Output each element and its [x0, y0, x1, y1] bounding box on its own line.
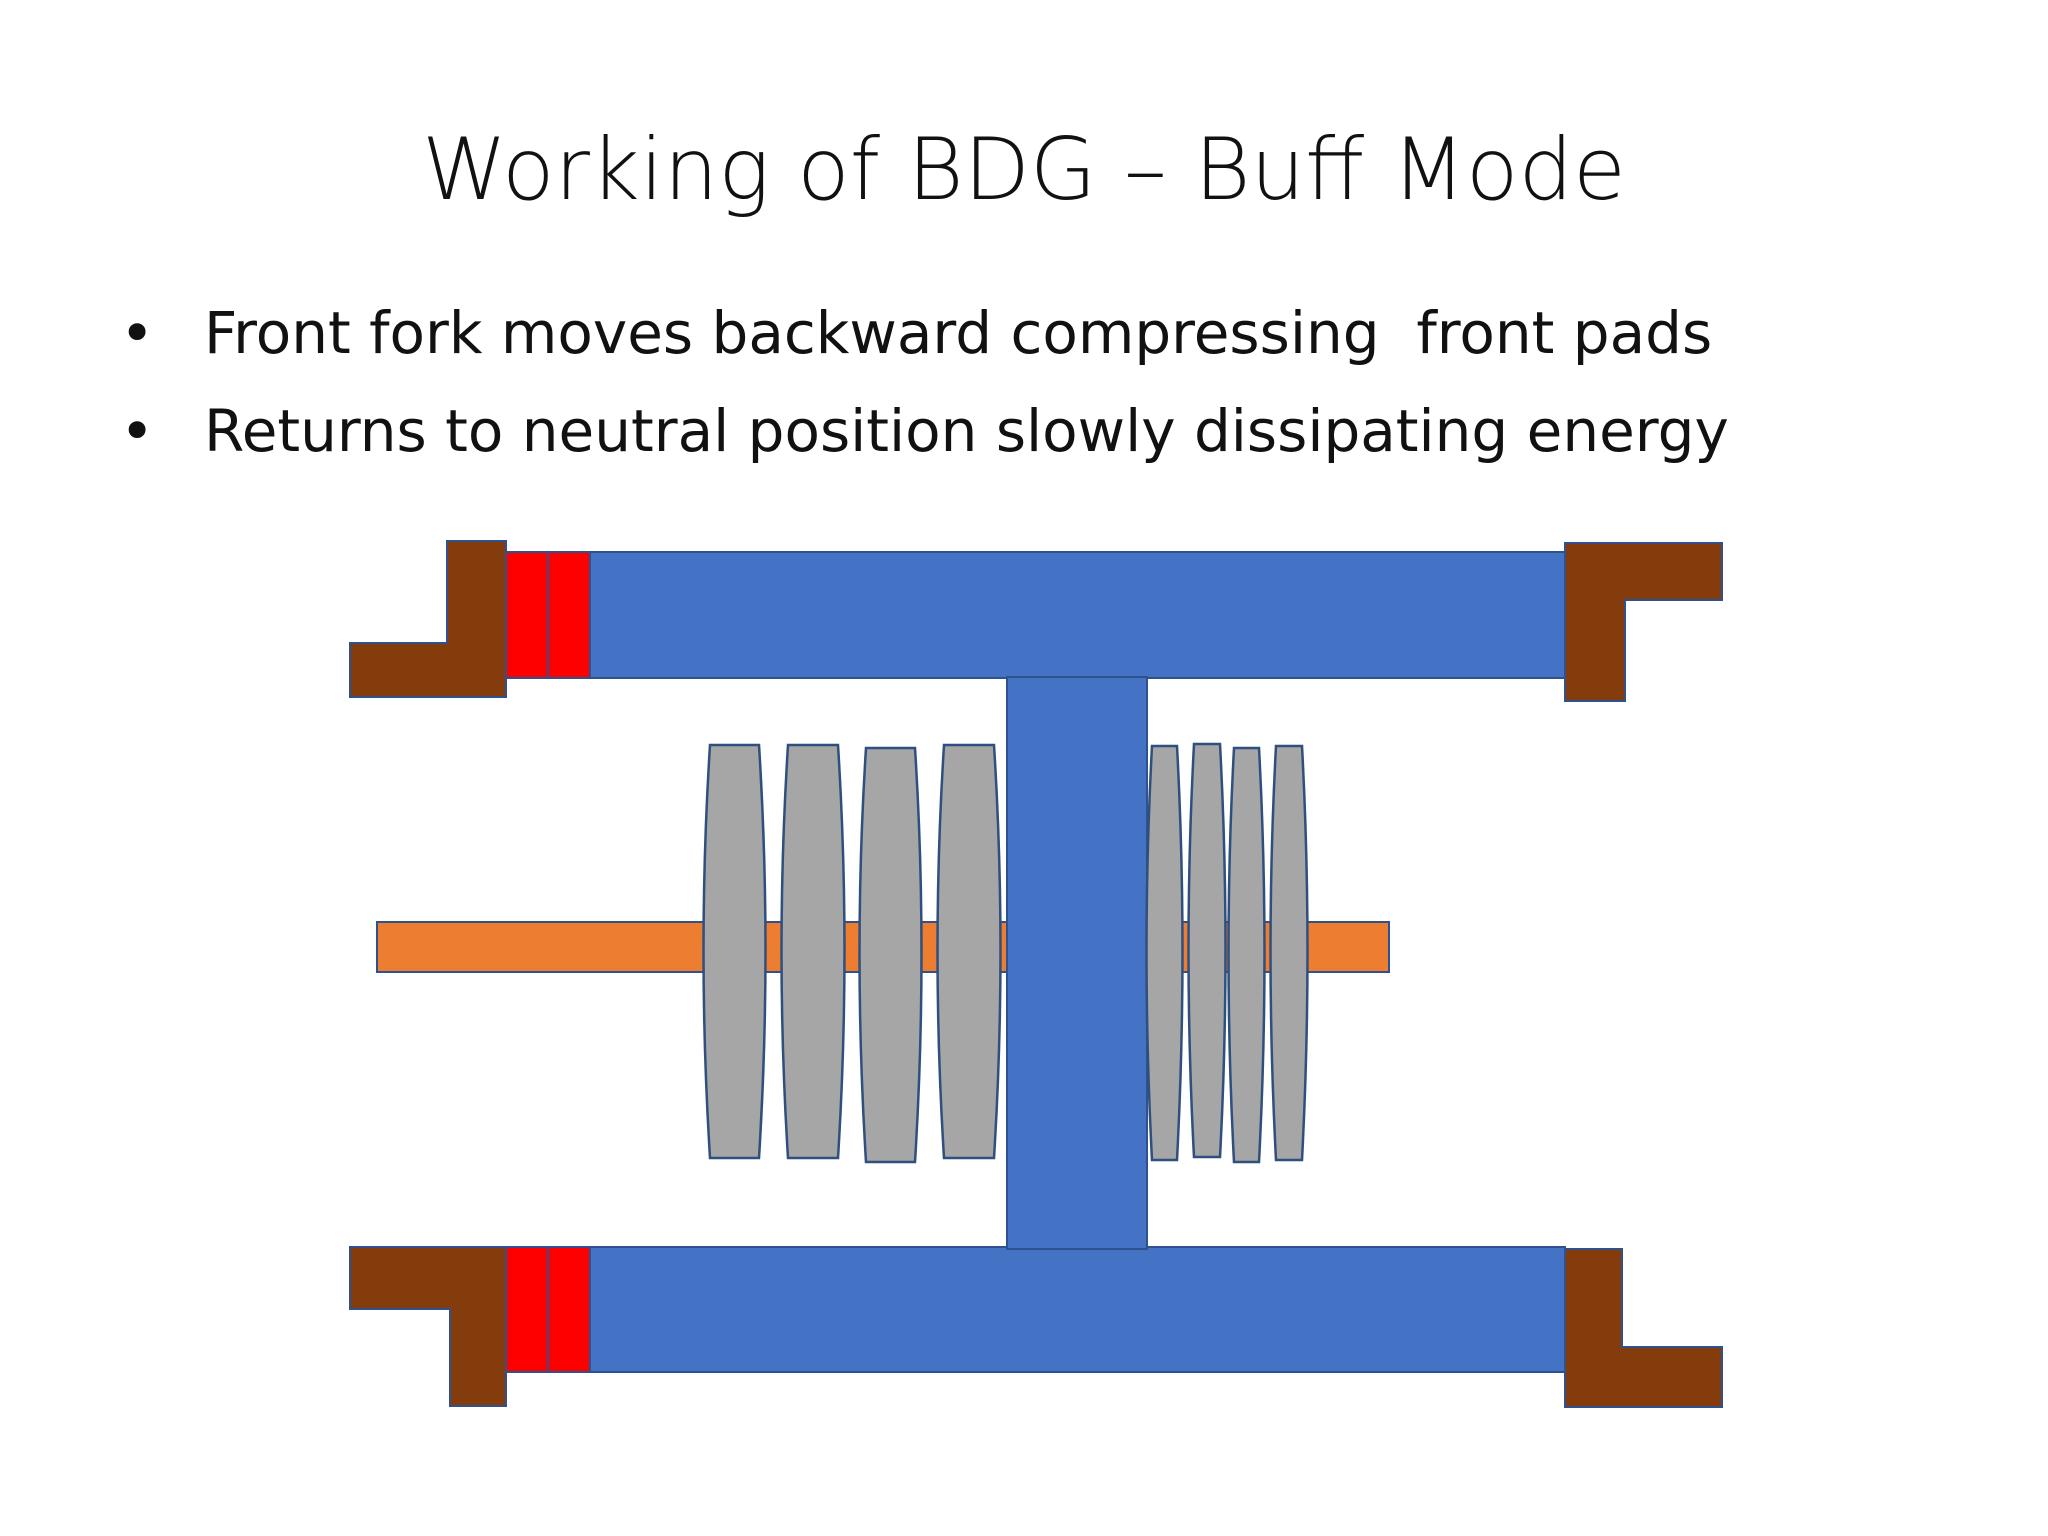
front-rubber-pad: [936, 743, 1002, 1160]
rear-rubber-pad: [1227, 746, 1266, 1164]
top-fork-bar: [589, 551, 1566, 679]
bullet-text: Front fork moves backward compressing fr…: [204, 299, 1713, 367]
slide-title: Working of BDG – Buff Mode: [422, 120, 1626, 220]
friction-pad: [547, 1246, 591, 1373]
bullet-text: Returns to neutral position slowly dissi…: [204, 397, 1729, 465]
bullet-marker: •: [120, 397, 155, 465]
bottom-left-stop: [349, 1246, 507, 1407]
front-rubber-pad: [702, 743, 767, 1160]
bottom-fork-bar: [589, 1246, 1566, 1373]
rear-rubber-pad: [1187, 742, 1227, 1159]
bullet-list: • Front fork moves backward compressing …: [120, 295, 1729, 491]
front-rubber-pad: [780, 743, 846, 1160]
rear-rubber-pad: [1145, 744, 1184, 1162]
friction-pad: [505, 1246, 549, 1373]
bottom-right-stop: [1564, 1248, 1723, 1408]
rear-rubber-pad: [1269, 744, 1309, 1162]
front-rubber-pad: [858, 746, 923, 1164]
friction-pad: [505, 551, 549, 679]
bullet-item: • Front fork moves backward compressing …: [120, 295, 1712, 393]
center-plate: [1006, 676, 1148, 1250]
top-left-stop: [349, 540, 507, 698]
bullet-item: • Returns to neutral position slowly dis…: [120, 393, 1729, 491]
friction-pad: [547, 551, 591, 679]
bullet-marker: •: [120, 299, 155, 367]
top-right-stop: [1564, 542, 1723, 702]
